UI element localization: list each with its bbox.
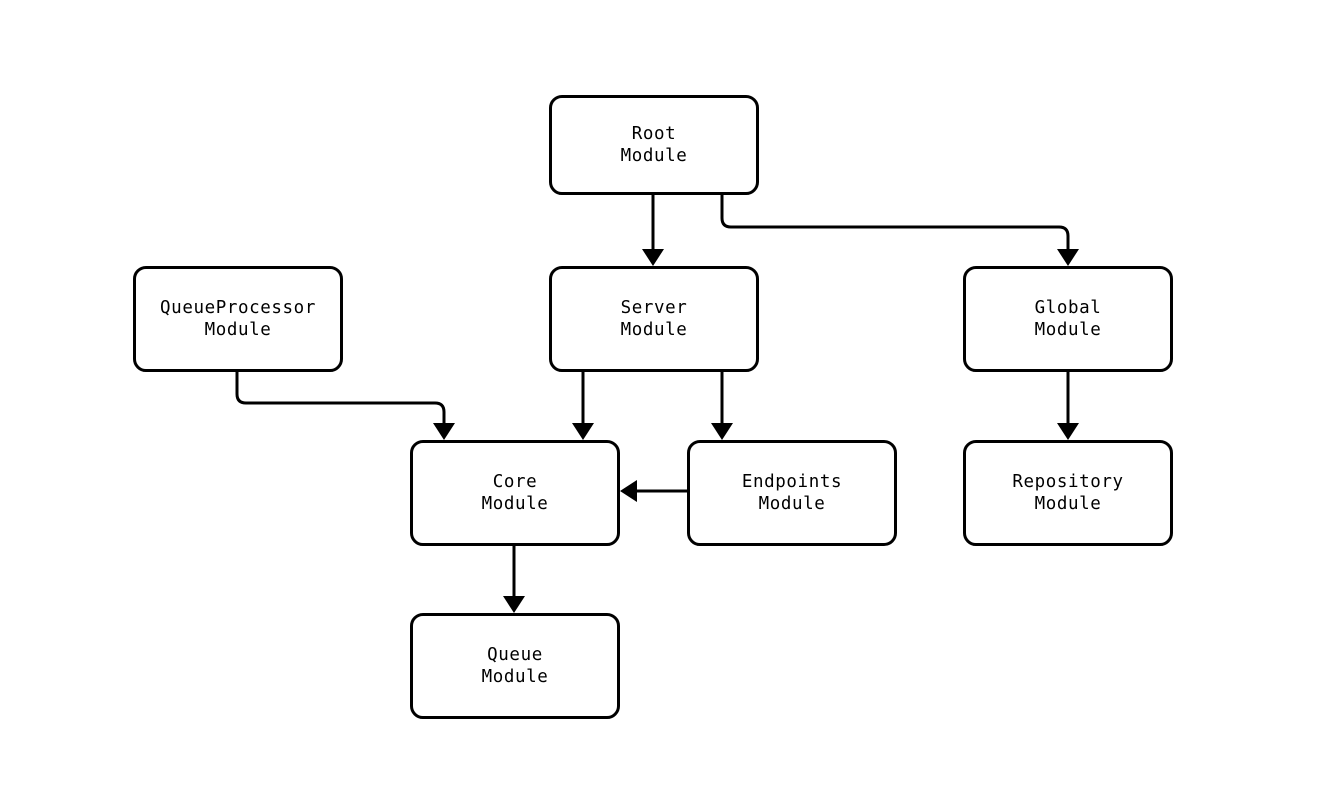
- edge-root-to-server: [642, 195, 664, 266]
- node-label-name: Endpoints: [741, 472, 843, 492]
- edge-core-to-queue: [503, 546, 525, 613]
- node-label-name: Repository: [1012, 472, 1124, 492]
- node-label-name: Queue: [487, 645, 543, 665]
- node-label-kind: Module: [481, 494, 549, 514]
- edge-server-to-endpoints: [711, 372, 733, 440]
- node-label-kind: Module: [204, 320, 272, 340]
- arrowhead-down: [711, 423, 733, 440]
- edge-root-to-global: [720, 195, 1079, 266]
- node-label-kind: Module: [1034, 494, 1102, 514]
- node-label-kind: Module: [1034, 320, 1102, 340]
- edge-server-to-core: [572, 372, 594, 440]
- node-label-name: QueueProcessor: [160, 298, 316, 318]
- node-label-name: Global: [1034, 298, 1102, 318]
- node-label-kind: Module: [620, 146, 688, 166]
- node-label-name: Server: [620, 298, 688, 318]
- edge-line: [720, 195, 1070, 250]
- arrowhead-left: [620, 480, 637, 502]
- arrowhead-down: [1057, 423, 1079, 440]
- edge-endpoints-to-core: [620, 480, 687, 502]
- node-label-kind: Module: [481, 667, 549, 687]
- node-label-kind: Module: [620, 320, 688, 340]
- node-label-kind: Module: [758, 494, 826, 514]
- arrowhead-down: [433, 423, 455, 440]
- edge-line: [235, 372, 446, 424]
- node-label-name: Root: [631, 124, 677, 144]
- arrowhead-down: [1057, 249, 1079, 266]
- edge-global-to-repository: [1057, 372, 1079, 440]
- arrowhead-down: [503, 596, 525, 613]
- node-label-name: Core: [492, 472, 538, 492]
- edge-queueprocessor-to-core: [235, 372, 455, 440]
- arrowhead-down: [572, 423, 594, 440]
- arrowhead-down: [642, 249, 664, 266]
